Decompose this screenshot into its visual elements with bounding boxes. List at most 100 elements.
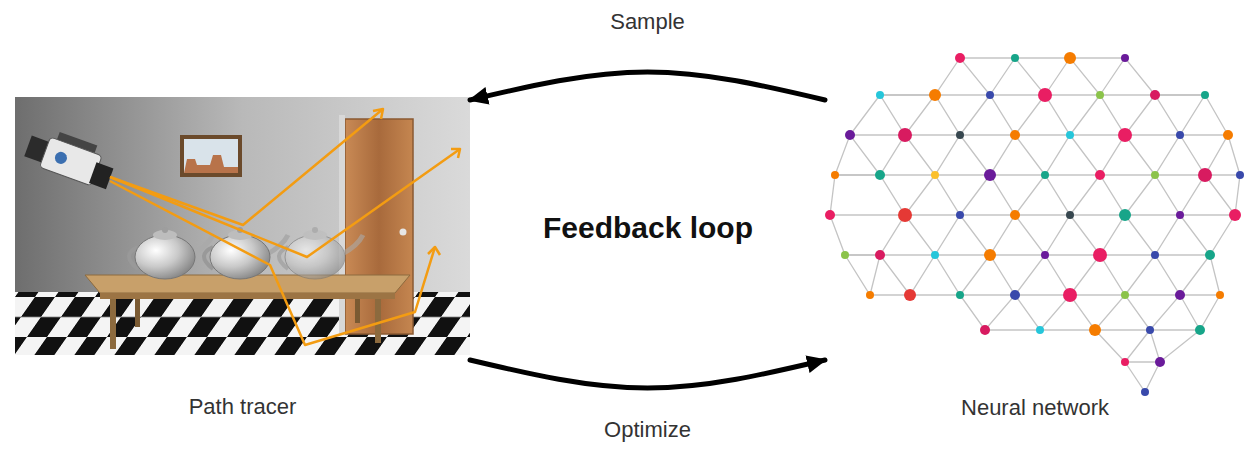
neuron-dot [956, 291, 964, 299]
neuron-dot [956, 131, 964, 139]
neuron-dot [1176, 131, 1184, 139]
door [339, 115, 345, 335]
neuron-dot [1216, 291, 1224, 299]
light-path [451, 149, 460, 158]
arrow-label: Optimize [600, 417, 695, 443]
neuron-dot [1195, 325, 1205, 335]
feedback-arrow [470, 360, 825, 388]
camera [23, 123, 119, 191]
neuron-dot [1201, 91, 1209, 99]
neuron-dot [825, 210, 835, 220]
teapot [135, 235, 195, 279]
neuron-dot [1038, 88, 1052, 102]
neuron-dot [1066, 131, 1074, 139]
neuron-dot [1205, 250, 1215, 260]
table [85, 275, 410, 349]
neuron-dot [1236, 171, 1244, 179]
path-tracer-render [15, 97, 470, 355]
network-link [845, 255, 1220, 295]
network-link [835, 174, 1240, 175]
neuron-dot [1010, 130, 1020, 140]
neuron-dot [845, 130, 855, 140]
neuron-dot [1151, 251, 1159, 259]
picture-frame [184, 155, 238, 173]
neuron-dot [1036, 326, 1044, 334]
table [110, 297, 116, 349]
teapot [162, 227, 168, 233]
neuron-dot [1223, 130, 1233, 140]
network-link [1125, 361, 1160, 362]
neuron-dot [1064, 52, 1076, 64]
neuron-dot [1089, 324, 1101, 336]
neuron-dot [898, 208, 912, 222]
neuron-dot [1041, 171, 1049, 179]
neuron-dot [1011, 54, 1019, 62]
network-link [830, 175, 1240, 215]
network-link [835, 135, 1240, 175]
neuron-dot [875, 250, 885, 260]
network-link [830, 214, 1235, 215]
neuron-dot [955, 53, 965, 63]
neuron-dot [956, 211, 964, 219]
neuron-dot [1093, 248, 1107, 262]
neuron-dot [875, 170, 885, 180]
illustration-panel: Path tracer [15, 97, 470, 420]
network-link [1125, 362, 1160, 392]
neuron-dot [1010, 290, 1020, 300]
neuron-dot [931, 171, 939, 179]
neuron-dot [931, 251, 939, 259]
neuron-dot [1095, 170, 1105, 180]
neuron-dot [1121, 54, 1129, 62]
neuron-dot [904, 289, 916, 301]
teapot [312, 227, 318, 233]
neuron-dot [984, 249, 996, 261]
neuron-dot [984, 169, 996, 181]
neuron-dot [825, 52, 1244, 396]
table [375, 297, 381, 343]
network-link [830, 58, 1240, 392]
light-path [110, 181, 435, 345]
neuron-dot [929, 89, 941, 101]
network-link [960, 57, 1125, 58]
neuron-dot [1155, 357, 1165, 367]
neuron-dot [1151, 171, 1159, 179]
camera [53, 150, 68, 165]
panel-caption: Path tracer [15, 394, 470, 420]
neuron-dot [1118, 128, 1132, 142]
arrow-label: Sample [606, 9, 689, 35]
picture-frame [184, 139, 238, 173]
center-title: Feedback loop [543, 210, 753, 246]
light-path [428, 247, 440, 255]
panel-caption: Neural network [825, 395, 1245, 421]
network-link [960, 295, 1220, 330]
camera [89, 162, 113, 189]
neuron-dot [1010, 210, 1020, 220]
neuron-dot [866, 291, 874, 299]
neuron-dot [841, 251, 849, 259]
neuron-dot [1146, 326, 1154, 334]
network-link [870, 294, 1220, 295]
neuron-dot [1175, 290, 1185, 300]
feedback-arrow [470, 72, 825, 100]
neuron-dot [1119, 209, 1131, 221]
light-path [110, 149, 460, 257]
table [100, 293, 395, 299]
room [15, 97, 470, 355]
picture-frame [180, 135, 242, 177]
neuron-dot [1063, 288, 1077, 302]
neuron-dot [1041, 251, 1049, 259]
neuron-dot [1141, 388, 1149, 396]
teapot [129, 227, 213, 279]
neuron-dot [980, 325, 990, 335]
teapot [279, 227, 363, 279]
door [400, 229, 407, 236]
network-link [830, 215, 1235, 255]
neuron-dot [831, 171, 839, 179]
neuron-dot [1229, 209, 1241, 221]
neuron-dot [1066, 211, 1074, 219]
light-path [373, 109, 383, 119]
neuron-dot [1150, 90, 1160, 100]
neuron-dot [1121, 291, 1129, 299]
neuron-dot [898, 128, 912, 142]
neuron-dot [1096, 91, 1104, 99]
